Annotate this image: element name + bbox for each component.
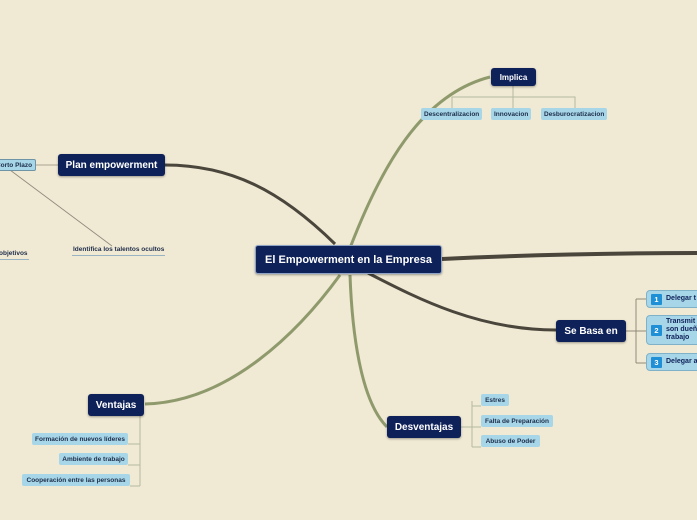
numbered-item-text: Delegar a <box>666 358 697 365</box>
subtopic-corto-plazo[interactable]: Corto Plazo <box>0 159 36 171</box>
topic-ventajas[interactable]: Ventajas <box>88 394 144 416</box>
subtopic-abuso-poder[interactable]: Abuso de Poder <box>481 435 540 447</box>
subtopic-estres[interactable]: Estres <box>481 394 509 406</box>
numbered-item-text: Delegar t <box>666 295 696 302</box>
numbered-item-2[interactable]: 2 Transmit son dueñ trabajo <box>646 315 697 345</box>
subtopic-innovacion[interactable]: Innovacion <box>491 108 532 120</box>
link-implica <box>348 75 491 249</box>
subtopic-desburocratizacion[interactable]: Desburocratizacion <box>541 108 608 120</box>
subtopic-cooperacion[interactable]: Cooperación entre las personas <box>22 474 130 486</box>
topic-implica[interactable]: Implica <box>491 68 536 86</box>
link-right-edge <box>441 251 697 261</box>
subtopic-objetivos[interactable]: objetivos <box>0 248 29 260</box>
topic-se-basa-en[interactable]: Se Basa en <box>556 320 626 342</box>
central-topic[interactable]: El Empowerment en la Empresa <box>255 245 442 274</box>
subtopic-ambiente-trabajo[interactable]: Ambiente de trabajo <box>59 453 128 465</box>
numbered-item-text-line-1: Transmit <box>666 318 696 325</box>
subtopic-formacion-lideres[interactable]: Formación de nuevos líderes <box>32 433 128 445</box>
number-badge-icon: 1 <box>651 293 662 305</box>
topic-plan-empowerment[interactable]: Plan empowerment <box>58 154 165 176</box>
numbered-item-text-line-3: trabajo <box>666 334 690 341</box>
number-badge-icon: 3 <box>651 356 662 368</box>
number-badge-icon: 2 <box>651 324 662 336</box>
link-ventajas <box>144 274 342 406</box>
subtopic-identifica-talentos[interactable]: Identifica los talentos ocultos <box>72 244 166 256</box>
numbered-item-1[interactable]: 1 Delegar t <box>646 290 697 308</box>
link-se-basa <box>367 271 557 332</box>
link-plan <box>164 163 337 246</box>
topic-desventajas[interactable]: Desventajas <box>387 416 461 438</box>
numbered-item-text-line-2: son dueñ <box>666 326 697 333</box>
link-desventajas <box>348 274 389 429</box>
subtopic-descentralizacion[interactable]: Descentralizacion <box>421 108 483 120</box>
subtopic-falta-preparacion[interactable]: Falta de Preparación <box>481 415 553 427</box>
numbered-item-3[interactable]: 3 Delegar a <box>646 353 697 371</box>
